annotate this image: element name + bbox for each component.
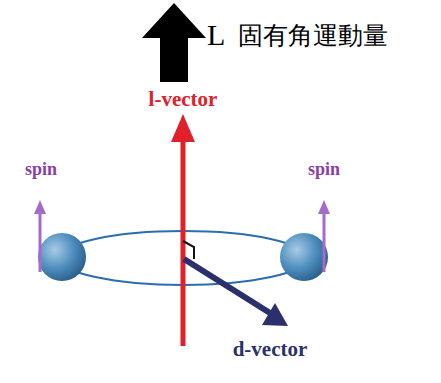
particle-sphere [280, 233, 328, 281]
spin-label: spin [308, 160, 340, 180]
spin-label: spin [25, 160, 57, 180]
d-vector-head [262, 303, 288, 326]
d-vector-shaft [184, 259, 270, 313]
angular-momentum-arrow [142, 3, 206, 82]
l-vector-label: l-vector [149, 88, 218, 111]
right-angle-mark [183, 241, 194, 259]
l-vector-head [171, 114, 195, 142]
spin-arrow-head [318, 200, 330, 214]
spin-arrow [323, 212, 326, 272]
spin-arrow [39, 212, 42, 272]
particle-sphere [38, 233, 86, 281]
momentum-symbol: L [207, 18, 225, 51]
momentum-caption: 固有角運動量 [238, 22, 388, 50]
spin-arrow-head [34, 200, 46, 214]
d-vector-label: d-vector [233, 338, 308, 361]
